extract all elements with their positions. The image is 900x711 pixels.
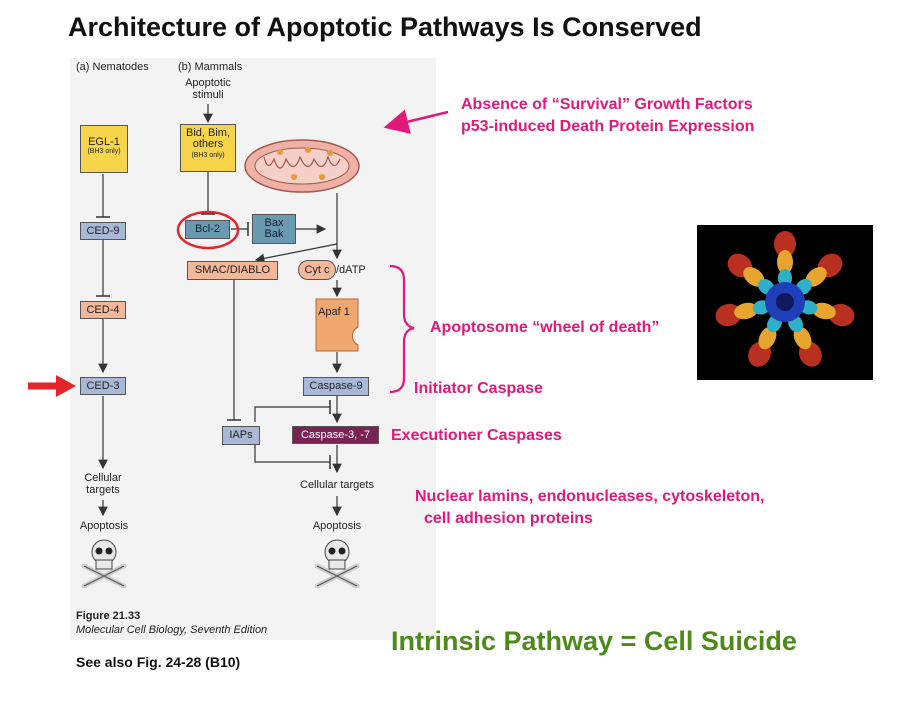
mitochondrion-icon: [244, 139, 360, 193]
survival-annotation-line2: p53-induced Death Protein Expression: [461, 118, 755, 135]
see-also-note: See also Fig. 24-28 (B10): [76, 654, 241, 670]
targets-annotation-line1: Nuclear lamins, endonucleases, cytoskele…: [415, 488, 765, 505]
intrinsic-pathway-title: Intrinsic Pathway = Cell Suicide: [391, 626, 797, 656]
skull-crossbones-icon: [81, 539, 127, 588]
apoptotic-stimuli: Apoptotic stimuli: [185, 77, 231, 101]
bcl2-node: Bcl-2: [185, 220, 230, 239]
survival-annotation-line1: Absence of “Survival” Growth Factors: [461, 96, 753, 113]
egl1-label: EGL-1: [88, 136, 120, 148]
caspase9-node: Caspase-9: [303, 377, 369, 396]
apoptosome-annotation: Apoptosome “wheel of death”: [430, 319, 660, 336]
egl1-note: (BH3 only): [87, 148, 121, 155]
nematodes-header: (a) Nematodes: [76, 61, 149, 73]
apoptosome-structure-image: [697, 225, 873, 380]
iaps-node: IAPs: [222, 426, 260, 445]
apaf1-label: Apaf 1: [318, 306, 350, 318]
datp-label: /dATP: [336, 264, 366, 276]
initiator-annotation: Initiator Caspase: [414, 380, 543, 397]
nematode-apoptosis: Apoptosis: [79, 520, 129, 532]
bak-label: Bak: [264, 228, 284, 240]
figure-caption-book: Molecular Cell Biology, Seventh Edition: [76, 624, 268, 636]
ced3-node: CED-3: [80, 377, 126, 395]
bid-bim-note: (BH3 only): [191, 152, 225, 159]
figure-caption-label: Figure 21.33: [76, 610, 141, 622]
ced9-node: CED-9: [80, 222, 126, 240]
cytc-node: Cyt c: [298, 260, 336, 280]
skull-crossbones-icon: [314, 539, 360, 588]
egl1-node: EGL-1 (BH3 only): [80, 125, 128, 173]
mammals-header: (b) Mammals: [178, 61, 243, 73]
bid-bim-node: Bid, Bim, others (BH3 only): [180, 124, 236, 172]
apaf1-shape: [315, 298, 359, 352]
bax-label: Bax: [264, 217, 284, 229]
mammal-apoptosis: Apoptosis: [312, 520, 362, 532]
smac-diablo-node: SMAC/DIABLO: [187, 261, 278, 280]
targets-annotation-line2: cell adhesion proteins: [424, 510, 593, 527]
bid-bim-label: Bid, Bim, others: [185, 127, 230, 150]
slide-title: Architecture of Apoptotic Pathways Is Co…: [68, 12, 702, 42]
executioner-annotation: Executioner Caspases: [391, 427, 562, 444]
caspase37-node: Caspase-3, -7: [292, 426, 379, 444]
ced4-node: CED-4: [80, 301, 126, 319]
nematode-cellular-targets: Cellular targets: [84, 472, 122, 496]
bax-bak-node: Bax Bak: [252, 214, 296, 244]
mammal-cellular-targets: Cellular targets: [300, 479, 374, 491]
